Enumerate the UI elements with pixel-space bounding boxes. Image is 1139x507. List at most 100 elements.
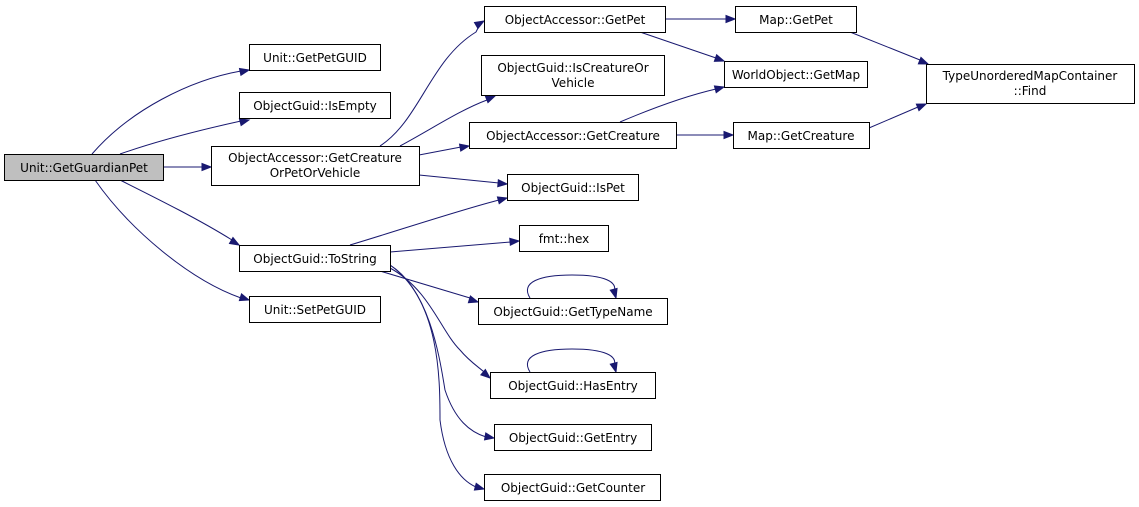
node-box (481, 55, 665, 96)
node-box (519, 225, 609, 252)
arrowhead-icon (458, 143, 471, 152)
node-box (733, 122, 870, 149)
edge-root-to-getpetguid (91, 67, 251, 155)
edge-map_getcreature-to-find (868, 103, 928, 129)
node-box (494, 424, 652, 451)
edge-line (389, 267, 485, 373)
node-label: ObjectGuid::HasEntry (508, 379, 638, 393)
edge-hasentry-to-hasentry (527, 348, 618, 374)
node-objectguid-hasentry[interactable]: ObjectGuid::HasEntry (490, 372, 656, 399)
arrowhead-icon (467, 295, 480, 304)
arrowhead-icon (473, 20, 486, 30)
node-label: fmt::hex (539, 232, 590, 246)
edge-line (527, 348, 616, 373)
node-fmt-hex[interactable]: fmt::hex (519, 225, 609, 252)
edge-line (389, 264, 477, 488)
edge-line (418, 174, 500, 184)
edge-line (94, 179, 242, 299)
node-unit-getguardianpet[interactable]: Unit::GetGuardianPet (4, 154, 164, 181)
node-objectaccessor-getpet[interactable]: ObjectAccessor::GetPet (484, 6, 666, 33)
node-unit-getpetguid[interactable]: Unit::GetPetGUID (249, 44, 381, 71)
nodes-layer: Unit::GetGuardianPet Unit::GetPetGUID Ob… (4, 6, 1135, 501)
edge-line (119, 179, 233, 241)
node-label: ObjectGuid::GetCounter (501, 481, 645, 495)
edge-getcopv-to-ispet (418, 174, 509, 188)
edge-getcopv-to-iscov (399, 95, 497, 147)
node-map-getcreature[interactable]: Map::GetCreature (733, 122, 870, 149)
edge-tostring-to-ispet (349, 196, 509, 246)
edge-root-to-setpetguid (94, 179, 251, 302)
edge-line (527, 274, 616, 299)
arrowhead-icon (483, 432, 496, 441)
node-label: ObjectGuid::GetEntry (509, 431, 637, 445)
arrowhead-icon (917, 56, 930, 65)
edge-line (868, 106, 919, 129)
node-objectguid-getcounter[interactable]: ObjectGuid::GetCounter (484, 474, 661, 501)
node-objectguid-ispet[interactable]: ObjectGuid::IsPet (507, 174, 639, 201)
edge-tostring-to-hasentry (389, 267, 492, 379)
arrowhead-icon (915, 103, 928, 112)
arrowhead-icon (238, 118, 251, 127)
node-box (211, 146, 420, 186)
node-box (490, 372, 656, 399)
edge-tostring-to-getcounter (389, 264, 486, 491)
edge-root-to-getcopv (163, 162, 213, 172)
node-label: WorldObject::GetMap (732, 68, 860, 82)
node-worldobject-getmap[interactable]: WorldObject::GetMap (724, 61, 868, 88)
arrowhead-icon (238, 67, 251, 77)
arrowhead-icon (713, 53, 726, 62)
node-box (724, 61, 868, 88)
arrowhead-icon (238, 293, 251, 302)
node-label: ObjectGuid::IsEmpty (253, 99, 377, 113)
node-label: ObjectAccessor::GetCreature (228, 151, 402, 165)
node-unit-setpetguid[interactable]: Unit::SetPetGUID (249, 296, 381, 323)
node-box (469, 122, 677, 149)
node-label: ::Find (1014, 84, 1047, 98)
arrowhead-icon (725, 14, 737, 24)
edge-line (619, 88, 717, 123)
node-objectaccessor-getcreature[interactable]: ObjectAccessor::GetCreature (469, 122, 677, 149)
arrowhead-icon (713, 85, 726, 94)
edge-oa_getcreature-to-map_getcreature (676, 130, 735, 140)
edge-getcopv-to-oa_getpet (379, 20, 486, 147)
edge-line (379, 270, 471, 299)
node-objectguid-isempty[interactable]: ObjectGuid::IsEmpty (239, 92, 391, 119)
node-box (239, 92, 391, 119)
node-box (484, 6, 666, 33)
node-label: TypeUnorderedMapContainer (942, 69, 1118, 83)
node-map-getpet[interactable]: Map::GetPet (735, 6, 857, 33)
arrowhead-icon (723, 130, 735, 140)
edge-getcopv-to-oa_getcreature (418, 143, 471, 156)
node-box (249, 44, 381, 71)
edge-tostring-to-gettypename (379, 270, 480, 304)
arrowhead-icon (484, 95, 497, 104)
node-box (484, 474, 661, 501)
node-label: OrPetOrVehicle (270, 166, 361, 180)
arrowhead-icon (609, 287, 618, 300)
node-box (4, 154, 164, 181)
node-label: ObjectAccessor::GetPet (505, 13, 646, 27)
node-label: Unit::GetGuardianPet (20, 161, 148, 175)
node-label: Map::GetPet (759, 13, 833, 27)
node-objectguid-gettypename[interactable]: ObjectGuid::GetTypeName (478, 298, 668, 325)
edges-layer (91, 14, 930, 491)
node-typeunorderedmapcontainer-find[interactable]: TypeUnorderedMapContainer ::Find (926, 64, 1135, 104)
edge-line (349, 199, 500, 246)
arrowhead-icon (496, 196, 509, 205)
node-objectguid-tostring[interactable]: ObjectGuid::ToString (239, 245, 391, 272)
arrowhead-icon (201, 162, 213, 172)
node-objectguid-getentry[interactable]: ObjectGuid::GetEntry (494, 424, 652, 451)
edge-gettypename-to-gettypename (527, 274, 618, 300)
node-box (478, 298, 668, 325)
edge-tostring-to-getentry (389, 264, 496, 441)
edge-line (389, 241, 512, 253)
edge-line (849, 31, 921, 61)
edge-line (418, 146, 462, 156)
node-box (507, 174, 639, 201)
node-box (249, 296, 381, 323)
node-label: ObjectGuid::IsPet (521, 181, 625, 195)
node-objectguid-iscreatureorvehicle[interactable]: ObjectGuid::IsCreatureOr Vehicle (481, 55, 665, 96)
node-objectaccessor-getcreatureorpetorvehicle[interactable]: ObjectAccessor::GetCreature OrPetOrVehic… (211, 146, 420, 186)
node-label: ObjectAccessor::GetCreature (486, 129, 660, 143)
edge-oa_getpet-to-wo_getmap (639, 31, 726, 62)
